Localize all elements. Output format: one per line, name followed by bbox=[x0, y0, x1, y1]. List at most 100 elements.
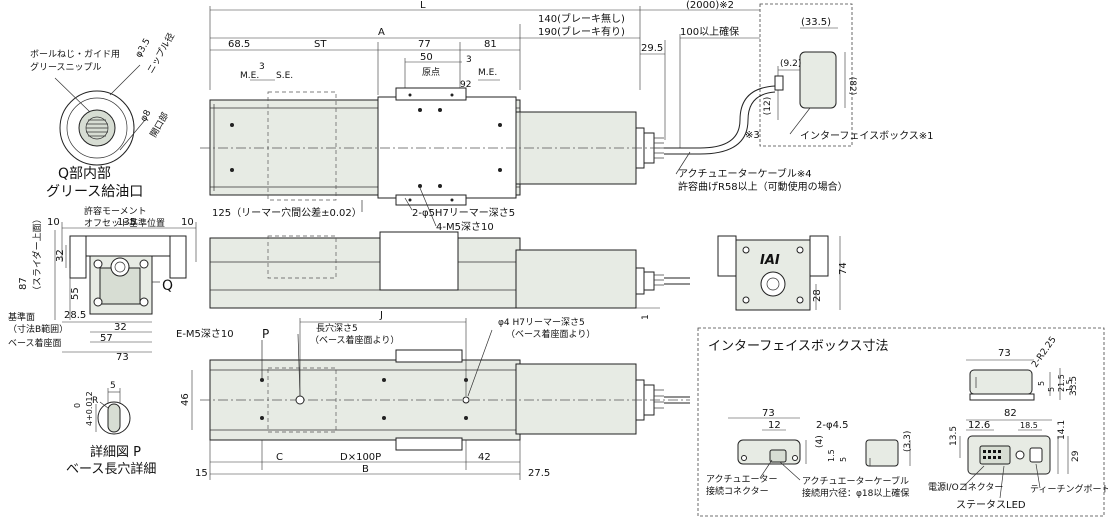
brake-none-label: 140(ブレーキ無し) bbox=[538, 12, 625, 25]
reamer-h7-5: 2-φ5H7リーマー深さ5 bbox=[412, 207, 515, 219]
ifbox-dim-4: (4) bbox=[815, 435, 825, 448]
cable-callout: アクチュエーターケーブル※4 bbox=[678, 167, 812, 180]
dim-J: J bbox=[379, 310, 383, 321]
dim-phi-3-5: φ3.5 bbox=[134, 37, 153, 60]
ifbox-dim-5a: 5 bbox=[1037, 381, 1046, 386]
dim-15: 15 bbox=[195, 468, 208, 479]
tap-leader bbox=[419, 187, 437, 227]
detail-p-title-1: 詳細図 P bbox=[90, 444, 141, 460]
dim-29-5: 29.5 bbox=[641, 43, 663, 54]
slot-ref-label: （ベース着座面より） bbox=[310, 334, 399, 346]
dim-C: C bbox=[276, 452, 283, 463]
me-left: M.E. bbox=[240, 71, 259, 81]
cable-leader bbox=[675, 151, 691, 175]
dim-27-5: 27.5 bbox=[528, 468, 550, 479]
dim-2000: (2000)※2 bbox=[686, 0, 734, 11]
ifbox-dim-5b: 5 bbox=[1047, 387, 1056, 392]
actuator-connector-label-2: 接続コネクター bbox=[706, 485, 769, 497]
dim-3b: 3 bbox=[466, 55, 472, 65]
dim-81: 81 bbox=[484, 39, 497, 50]
tolerance-0: 0 bbox=[73, 403, 82, 408]
dim-10-right: 10 bbox=[181, 217, 194, 228]
ifbox-dim-33-5: 33.5 bbox=[1069, 376, 1079, 396]
top-view-actuator bbox=[200, 85, 776, 206]
ifbox-dim-73-bottom: 73 bbox=[762, 408, 775, 419]
tolerance-4: 4+0.012 bbox=[85, 391, 94, 426]
power-io-label: 電源I/Oコネクター bbox=[928, 482, 1003, 493]
ifbox-region-outline bbox=[759, 3, 853, 147]
dim-phi-8: φ8 bbox=[139, 108, 154, 123]
ifbox-dims-title: インターフェイスボックス寸法 bbox=[708, 339, 888, 354]
dim-5-detail-p: 5 bbox=[110, 381, 116, 391]
nipple-label-1: ボールねじ・ガイド用 bbox=[30, 49, 120, 60]
dim-ST: ST bbox=[314, 39, 327, 50]
ifbox-dims-frame bbox=[697, 327, 1105, 517]
tap-m5-10: 4-M5深さ10 bbox=[436, 221, 494, 233]
dim-74: 74 bbox=[838, 262, 849, 275]
dim-32-horizontal: 32 bbox=[114, 322, 127, 333]
cable-hole-leader bbox=[779, 461, 801, 481]
teaching-port-label: ティーチングポート bbox=[1030, 483, 1108, 495]
dim-82-top: (82) bbox=[847, 77, 857, 95]
dim-28-5: 28.5 bbox=[64, 310, 86, 321]
brake-with-label: 190(ブレーキ有り) bbox=[538, 25, 625, 38]
motor-end-view bbox=[717, 235, 841, 311]
reamer-phi4-label: φ4 H7リーマー深さ5 bbox=[498, 317, 585, 328]
ifbox-small-side bbox=[865, 439, 911, 467]
ifbox-r2-25: 2-R2.25 bbox=[1030, 335, 1058, 370]
tap-em5-10: E-M5深さ10 bbox=[176, 328, 234, 340]
dim-135: 135 bbox=[117, 217, 136, 228]
clearance-100: 100以上確保 bbox=[680, 25, 739, 38]
nipple-diameter-label: ニップル径 bbox=[144, 31, 177, 76]
detail-p-drawing bbox=[95, 388, 131, 435]
dim-73: 73 bbox=[116, 352, 129, 363]
radius-R: R bbox=[92, 396, 98, 406]
dim-D-100P: D×100P bbox=[340, 452, 381, 463]
detail-q-title-2: グリース給油口 bbox=[46, 184, 143, 200]
dim-77: 77 bbox=[418, 39, 431, 50]
detail-q-drawing bbox=[54, 64, 146, 166]
status-led-label: ステータスLED bbox=[956, 499, 1026, 511]
ifbox-dim-12: 12 bbox=[768, 420, 781, 431]
reamer-leader bbox=[404, 197, 413, 211]
ifbox-dim-29: 29 bbox=[1071, 450, 1081, 462]
bottom-view-actuator bbox=[191, 318, 690, 480]
p-marker: P bbox=[262, 327, 269, 341]
dim-A: A bbox=[378, 27, 385, 38]
ifbox-dim-73-top: 73 bbox=[998, 348, 1011, 359]
base-face-label-2: （寸法B範囲） bbox=[8, 323, 68, 335]
ifbox-dim-1-5-side: 1.5 bbox=[1065, 379, 1074, 392]
ifbox-holes-4-5: 2-φ4.5 bbox=[816, 420, 848, 431]
connector-leader bbox=[759, 459, 773, 479]
slot-depth-label: 長穴深さ5 bbox=[316, 322, 358, 334]
dim-12-top: (12) bbox=[763, 97, 773, 115]
cable-hole-label-2: 接続用穴径：φ18以上確保 bbox=[802, 487, 909, 499]
dim-57: 57 bbox=[100, 333, 113, 344]
ifbox-side-drawing bbox=[966, 359, 1061, 401]
moment-label-2: オフセット基準位置 bbox=[84, 217, 165, 229]
dim-L: L bbox=[420, 0, 426, 11]
ifbox-dim-1-5: 1.5 bbox=[827, 449, 836, 462]
ifbox-bottom-drawing bbox=[728, 417, 807, 465]
ifbox-callout: インターフェイスボックス※1 bbox=[800, 130, 934, 142]
dim-B: B bbox=[362, 464, 369, 475]
ifbox-leader bbox=[789, 107, 811, 135]
se-label: S.E. bbox=[276, 71, 293, 81]
ifbox-front-drawing bbox=[959, 419, 1069, 499]
top-dimension-lines bbox=[209, 6, 760, 148]
nipple-label-2: グリースニップル bbox=[30, 61, 102, 73]
dim-68-5: 68.5 bbox=[228, 39, 250, 50]
side-view-actuator bbox=[209, 231, 690, 309]
iai-logo: IAI bbox=[760, 253, 780, 268]
dim-33-5-top: (33.5) bbox=[801, 17, 831, 28]
ifbox-top-drawing bbox=[774, 27, 846, 120]
slider-top-label: （スライダー上面） bbox=[31, 214, 43, 295]
detail-q-title-1: Q部内部 bbox=[58, 166, 111, 182]
dim-10-left: 10 bbox=[47, 217, 60, 228]
cable-hole-label-1: アクチュエーターケーブル bbox=[802, 475, 909, 487]
ifbox-dim-82: 82 bbox=[1004, 408, 1017, 419]
ifbox-dim-3-3: (3.3) bbox=[903, 431, 913, 452]
ifbox-dim-14-1: 14.1 bbox=[1057, 420, 1067, 440]
ifbox-dim-5-bottom: 5 bbox=[839, 457, 848, 462]
